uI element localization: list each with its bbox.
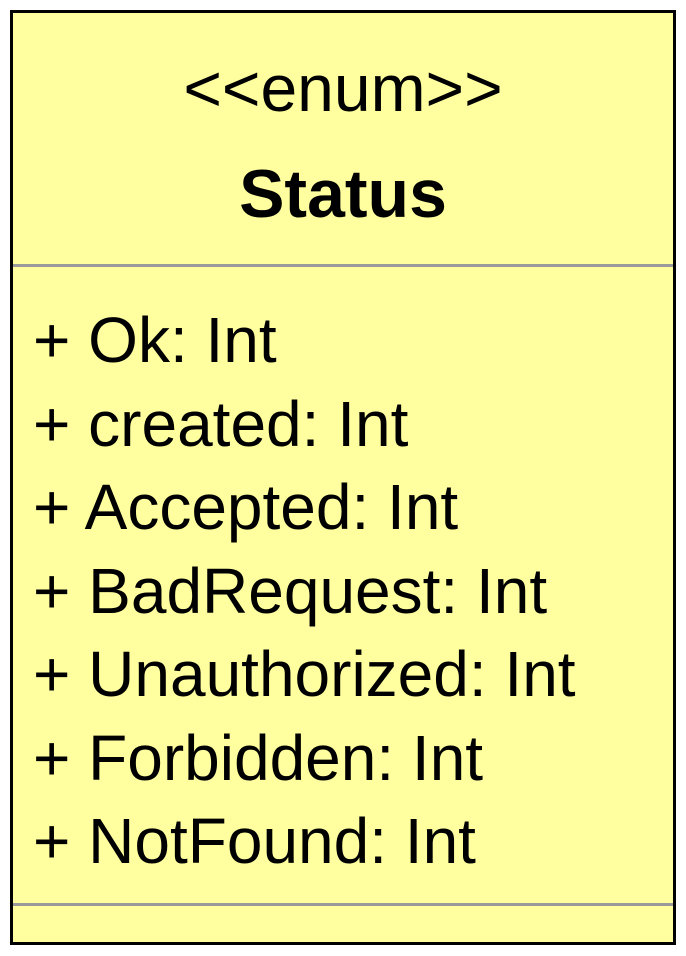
header-divider bbox=[13, 264, 673, 267]
attribute-item: + BadRequest: Int bbox=[33, 554, 548, 627]
attribute-item: + created: Int bbox=[33, 387, 409, 460]
class-name: Status bbox=[239, 156, 447, 232]
attribute-item: + Ok: Int bbox=[33, 304, 277, 376]
attribute-item: + NotFound: Int bbox=[33, 805, 476, 877]
attribute-list: + Ok: Int + created: Int + Accepted: Int… bbox=[33, 299, 576, 884]
stereotype-label: <<enum>> bbox=[183, 51, 503, 125]
attribute-item: + Unauthorized: Int bbox=[33, 638, 576, 710]
enum-class-box: <<enum>> Status + Ok: Int + created: Int… bbox=[10, 10, 676, 945]
operations-divider bbox=[13, 903, 673, 906]
attribute-item: + Forbidden: Int bbox=[33, 721, 484, 794]
class-header: <<enum>> Status bbox=[13, 13, 673, 267]
attribute-item: + Accepted: Int bbox=[33, 471, 459, 543]
